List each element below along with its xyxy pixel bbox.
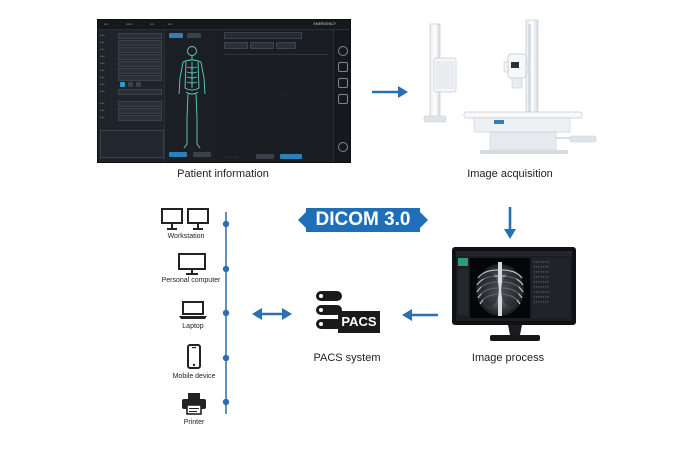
caption-pacs-system: PACS system <box>313 352 381 364</box>
device-label-printer: Printer <box>183 419 205 426</box>
monitor-stand-icon <box>490 325 540 341</box>
caption-patient-information: Patient information <box>177 168 269 180</box>
body-selector-panel <box>165 30 219 162</box>
arrow-left-icon <box>402 309 438 321</box>
pacs-icon-label: PACS <box>341 314 377 329</box>
dicom-banner <box>298 208 428 232</box>
software-title-bar: ▪▪▪▪ ▪▪▪▪▪▪ ▪▪▪▪ ▪▪▪▪ EMERGENCY <box>98 20 350 30</box>
printer-icon <box>182 393 206 415</box>
patient-form-panel: ▪▪▪▪▪ ▪▪▪▪▪ ▪▪▪▪▪ ▪▪▪▪▪ ▪▪▪▪▪ ▪▪▪▪▪ ▪▪▪▪… <box>98 30 165 162</box>
device-bus-line <box>222 212 230 414</box>
patient-information-screenshot: ▪▪▪▪ ▪▪▪▪▪▪ ▪▪▪▪ ▪▪▪▪ EMERGENCY ▪▪▪▪▪ ▪▪… <box>97 19 351 163</box>
arrow-right-icon <box>372 86 408 98</box>
device-label-personal-computer: Personal computer <box>161 277 221 284</box>
personal-computer-icon <box>178 253 206 275</box>
body-skeleton-icon <box>178 46 206 149</box>
monitor-screen: ▪ ▪ ▪ ▪ ▪ ▪ ▪▪ ▪ ▪ ▪ ▪ ▪ ▪▪ ▪ ▪ ▪ ▪ ▪ ▪▪… <box>456 251 572 321</box>
mobile-device-icon <box>187 344 201 369</box>
image-process-monitor: ▪ ▪ ▪ ▪ ▪ ▪ ▪▪ ▪ ▪ ▪ ▪ ▪ ▪▪ ▪ ▪ ▪ ▪ ▪ ▪▪… <box>452 247 576 325</box>
xray-image-icon <box>476 262 524 316</box>
dicom-label: DICOM 3.0 <box>315 209 411 230</box>
xray-machine-icon <box>423 19 597 154</box>
workstation-icon <box>161 208 209 230</box>
laptop-icon <box>179 301 207 319</box>
device-label-mobile-device: Mobile device <box>172 373 216 380</box>
device-label-laptop: Laptop <box>182 323 204 330</box>
study-list-panel: ◦ ◦ ◦ ▪ ▪ ▪ ▪ ▪ ▪ ▪ ▪ <box>220 30 332 162</box>
pacs-server-icon <box>316 291 380 333</box>
side-tool-rail <box>333 30 350 162</box>
device-label-workstation: Workstation <box>167 233 205 240</box>
arrow-bidirectional-icon <box>252 308 292 320</box>
caption-image-acquisition: Image acquisition <box>467 168 553 180</box>
emergency-label: EMERGENCY <box>313 22 336 26</box>
arrow-down-icon <box>504 207 516 239</box>
caption-image-process: Image process <box>471 352 545 364</box>
